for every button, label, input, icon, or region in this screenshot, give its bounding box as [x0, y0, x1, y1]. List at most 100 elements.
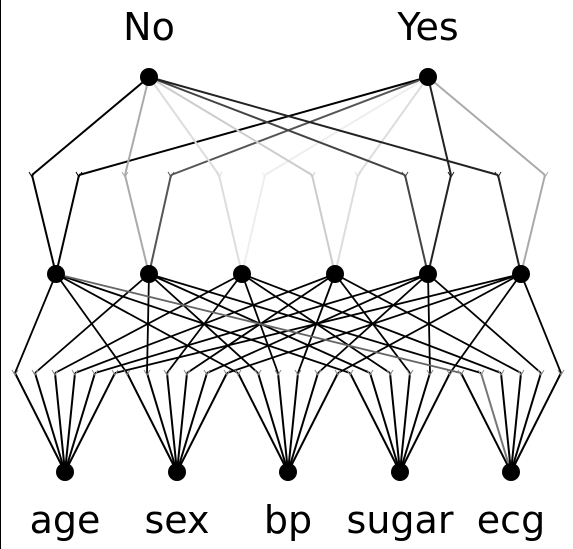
edge-junction-hidden	[55, 273, 351, 374]
edge-input-junction	[14, 372, 66, 473]
node-layer	[47, 68, 530, 481]
edge-input-junction	[510, 372, 562, 473]
edge-junction-hidden	[497, 174, 522, 275]
edge-junction-hidden	[55, 273, 128, 374]
edge-input-junction	[510, 372, 522, 473]
edge-junction-hidden	[427, 273, 542, 374]
edge-junction-hidden	[31, 174, 57, 275]
edge-output-junction	[264, 76, 429, 176]
junction-arrow	[51, 369, 59, 376]
output-node	[140, 68, 158, 86]
junction-arrow	[28, 171, 36, 178]
junction-arrow	[143, 369, 151, 376]
edge-junction-hidden	[14, 273, 57, 374]
hidden-node	[326, 265, 344, 283]
junction-arrow	[167, 171, 175, 178]
junction-arrow	[71, 369, 79, 376]
edge-input-junction	[126, 372, 178, 473]
edge-input-junction	[54, 372, 66, 473]
edge-input-junction	[237, 372, 289, 473]
junction-arrow	[477, 369, 485, 376]
edge-junction-hidden	[520, 174, 546, 275]
hidden-node	[140, 265, 158, 283]
input-node	[279, 463, 297, 481]
edge-junction-hidden	[241, 174, 266, 275]
output-label-no: No	[123, 5, 175, 49]
edge-input-junction	[176, 372, 188, 473]
edge-junction-hidden	[404, 174, 429, 275]
edge-layer	[11, 76, 565, 473]
junction-arrow	[234, 369, 242, 376]
junction-arrow	[308, 171, 316, 178]
edge-input-junction	[399, 372, 431, 473]
junction-arrow	[274, 369, 282, 376]
edge-input-junction	[64, 372, 116, 473]
junction-arrow	[426, 369, 434, 376]
junction-arrow	[203, 369, 211, 376]
input-node	[391, 463, 409, 481]
edge-junction-hidden	[124, 174, 150, 275]
edge-input-junction	[460, 372, 512, 473]
edge-output-junction	[427, 76, 452, 176]
edge-junction-hidden	[334, 174, 359, 275]
input-label-ecg: ecg	[477, 498, 545, 542]
edge-input-junction	[64, 372, 76, 473]
edge-output-junction	[148, 76, 406, 176]
junction-arrow	[31, 369, 39, 376]
junction-arrow	[541, 171, 549, 178]
edge-input-junction	[399, 372, 451, 473]
edge-junction-hidden	[427, 174, 452, 275]
input-node	[168, 463, 186, 481]
junction-arrow	[121, 171, 129, 178]
edge-input-junction	[369, 372, 401, 473]
edge-junction-hidden	[55, 273, 462, 374]
junction-arrow	[75, 171, 83, 178]
edge-input-junction	[287, 372, 339, 473]
edge-input-junction	[34, 372, 66, 473]
input-label-age: age	[30, 498, 101, 542]
junction-arrow	[386, 369, 394, 376]
edge-input-junction	[287, 372, 319, 473]
edge-junction-hidden	[55, 174, 80, 275]
edge-junction-hidden	[520, 273, 562, 374]
edge-output-junction	[78, 76, 429, 176]
edge-junction-hidden	[311, 174, 336, 275]
junction-arrow	[215, 171, 223, 178]
edge-junction-hidden	[148, 273, 482, 374]
edge-input-junction	[287, 372, 299, 473]
edge-input-junction	[64, 372, 96, 473]
hidden-node	[419, 265, 437, 283]
junction-arrow	[111, 369, 119, 376]
edge-input-junction	[257, 372, 289, 473]
junction-arrow	[457, 369, 465, 376]
output-node	[419, 68, 437, 86]
edge-output-junction	[357, 76, 429, 176]
edge-input-junction	[277, 372, 289, 473]
edge-input-junction	[399, 372, 411, 473]
junction-arrow	[401, 171, 409, 178]
hidden-node	[512, 265, 530, 283]
junction-arrow	[557, 369, 565, 376]
edge-output-junction	[124, 76, 150, 176]
input-node	[502, 463, 520, 481]
junction-arrow	[91, 369, 99, 376]
edge-input-junction	[389, 372, 401, 473]
hidden-node	[47, 265, 65, 283]
junction-arrow	[494, 171, 502, 178]
edge-input-junction	[166, 372, 178, 473]
junction-arrow	[314, 369, 322, 376]
input-label-sex: sex	[145, 498, 210, 542]
edge-junction-hidden	[55, 273, 239, 374]
edge-output-junction	[148, 76, 313, 176]
edge-junction-hidden	[241, 273, 502, 374]
junction-arrow	[346, 369, 354, 376]
edge-junction-hidden	[334, 273, 522, 374]
edge-output-junction	[427, 76, 546, 176]
junction-arrow	[11, 369, 19, 376]
junction-arrow	[497, 369, 505, 376]
junction-arrow	[447, 171, 455, 178]
input-node	[56, 463, 74, 481]
edge-input-junction	[176, 372, 228, 473]
